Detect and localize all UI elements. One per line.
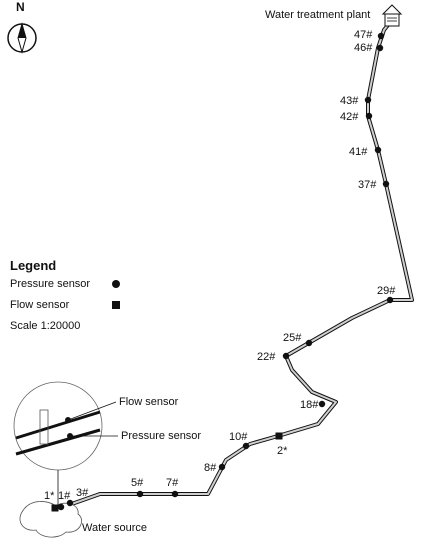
- pressure-sensor-marker-37: [382, 180, 390, 188]
- water-source-label: Water source: [82, 522, 148, 534]
- pressure-sensor-marker-46: [376, 44, 384, 52]
- node-label-8: 8#: [204, 462, 217, 474]
- node-label-1: 1#: [58, 490, 71, 502]
- pressure-sensor-marker-29: [386, 296, 394, 304]
- node-label-18: 18#: [300, 399, 319, 411]
- plant-label: Water treatment plant: [265, 9, 371, 21]
- node-label-41: 41#: [349, 146, 368, 158]
- node-label-10: 10#: [229, 431, 248, 443]
- north-label: N: [16, 0, 25, 14]
- flow-sensor-marker-1star: [51, 504, 59, 512]
- legend-scale: Scale 1:20000: [10, 320, 81, 332]
- node-label-25: 25#: [283, 332, 302, 344]
- legend-item-pressure: Pressure sensor: [10, 278, 91, 290]
- plant-icon: [381, 4, 403, 27]
- pressure-sensor-marker-42: [365, 112, 373, 120]
- pressure-sensor-marker-7: [171, 490, 179, 498]
- node-label-37: 37#: [358, 179, 377, 191]
- inset-pressure-label: Pressure sensor: [121, 430, 202, 442]
- legend-title: Legend: [10, 258, 57, 273]
- node-label-22: 22#: [257, 351, 276, 363]
- compass-icon: [7, 22, 37, 54]
- legend-pressure-symbol: [112, 280, 120, 288]
- node-label-29: 29#: [377, 285, 396, 297]
- node-label-46: 46#: [354, 42, 373, 54]
- water-source-icon: [19, 501, 82, 538]
- node-label-42: 42#: [340, 111, 359, 123]
- node-label-7: 7#: [166, 477, 179, 489]
- node-label-3: 3#: [76, 487, 89, 499]
- pressure-sensor-marker-10: [242, 442, 250, 450]
- legend-item-flow: Flow sensor: [10, 299, 70, 311]
- node-label-1star: 1*: [44, 490, 55, 502]
- node-label-43: 43#: [340, 95, 359, 107]
- sensor-markers: [51, 32, 394, 512]
- pressure-sensor-marker-47: [377, 32, 385, 40]
- pipeline: [57, 18, 414, 510]
- pressure-sensor-marker-8: [218, 463, 226, 471]
- pressure-sensor-marker-18: [318, 400, 326, 408]
- pressure-sensor-marker-25: [305, 339, 313, 347]
- pressure-sensor-marker-3: [66, 499, 74, 507]
- legend-flow-symbol: [112, 301, 120, 309]
- inset-flow-label: Flow sensor: [119, 396, 179, 408]
- pressure-sensor-marker-41: [374, 146, 382, 154]
- flow-sensor-marker-2star: [275, 432, 283, 440]
- node-label-5: 5#: [131, 477, 144, 489]
- inset-callout: [13, 381, 118, 506]
- pressure-sensor-marker-43: [364, 96, 372, 104]
- pressure-sensor-marker-1: [57, 503, 65, 511]
- pressure-sensor-marker-22: [282, 352, 290, 360]
- node-label-47: 47#: [354, 29, 373, 41]
- pressure-sensor-marker-5: [136, 490, 144, 498]
- node-label-2star: 2*: [277, 445, 288, 457]
